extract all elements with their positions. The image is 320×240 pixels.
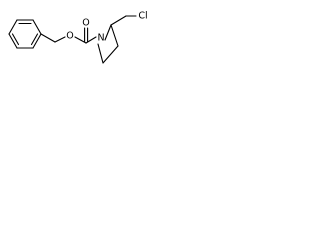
- bond: [104, 24, 112, 41]
- benzene-ring: [8, 19, 42, 49]
- chlorine-label: Cl: [138, 11, 147, 22]
- aromatic-double-bond: [11, 33, 20, 46]
- bond: [8, 33, 18, 49]
- bond-ring-to-ch2: [40, 33, 56, 43]
- bond: [8, 19, 18, 35]
- bond-ch2-to-ester-o: [54, 36, 66, 43]
- ring-nitrogen-label: N: [97, 33, 104, 44]
- bond: [32, 33, 42, 49]
- bond-carbonyl-c-to-n: [85, 36, 97, 44]
- bond: [110, 24, 119, 47]
- ester-oxygen-label: O: [66, 31, 73, 42]
- bond: [102, 45, 119, 64]
- carbonyl-oxygen-label: O: [82, 18, 89, 29]
- chemical-structure-drawing: O O N Cl: [8, 11, 148, 64]
- aromatic-double-bond: [30, 33, 39, 46]
- bond-ring-to-ch2cl: [110, 15, 127, 26]
- bond: [32, 19, 42, 35]
- pyrrolidine-ring: [97, 24, 119, 64]
- bond: [97, 43, 104, 64]
